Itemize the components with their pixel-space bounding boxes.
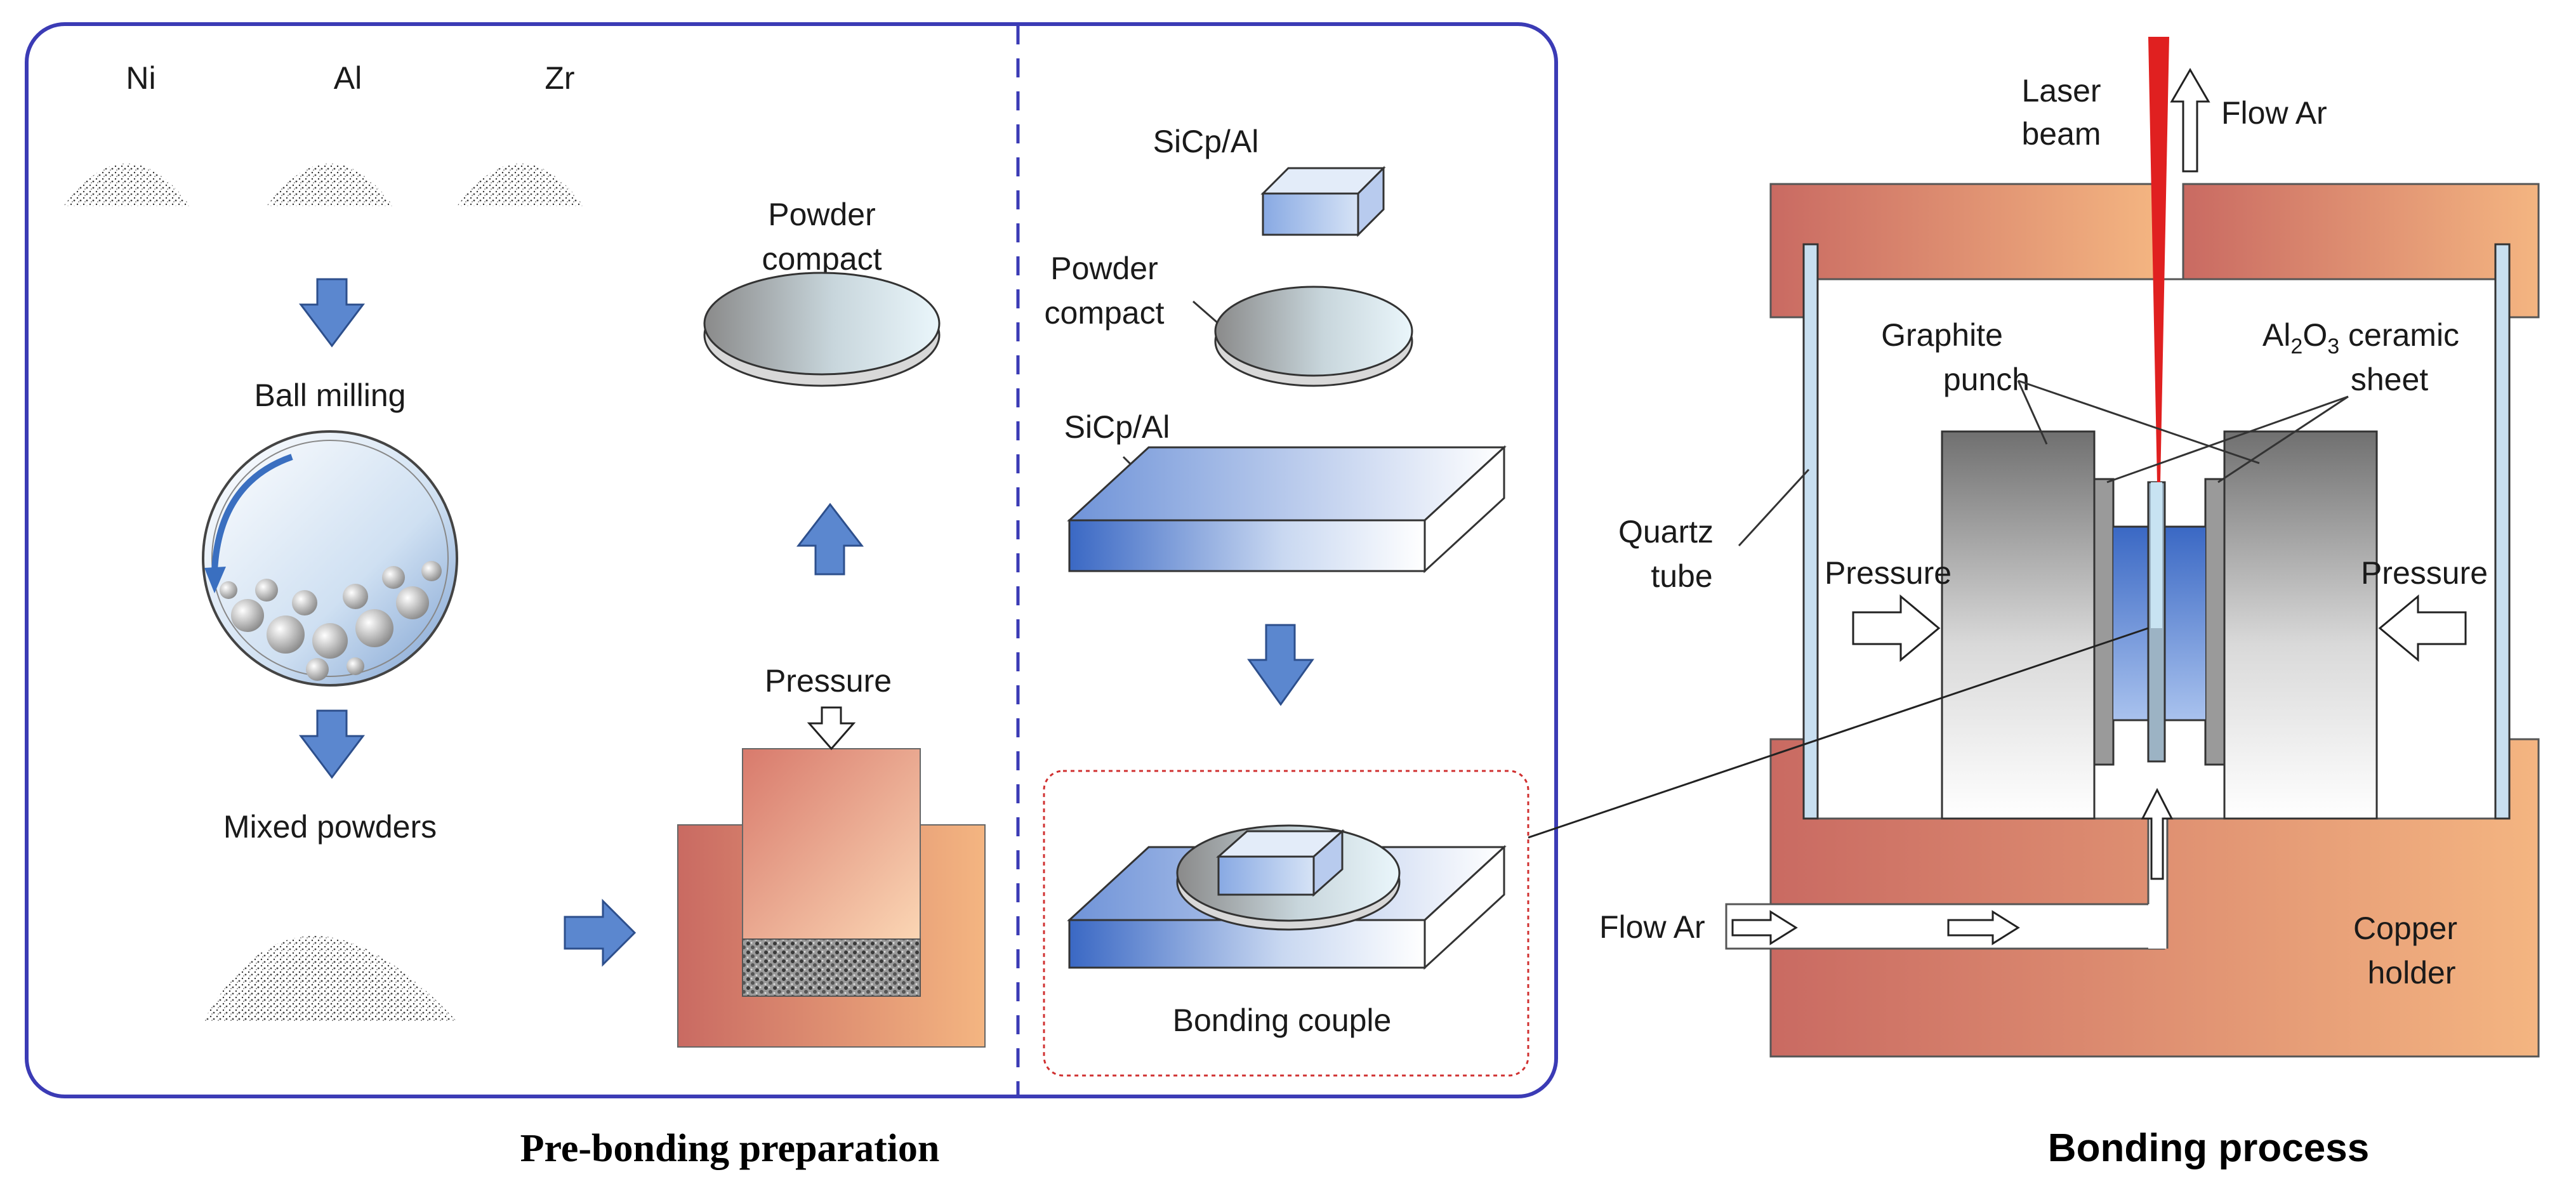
sicp-al-top-label: SiCp/Al <box>1153 124 1259 159</box>
copper-holder-label-2: holder <box>2368 955 2456 990</box>
quartz-tube-label: Quartz <box>1618 514 1714 549</box>
ni-label: Ni <box>126 60 155 96</box>
flow-ar-left-label: Flow Ar <box>1599 909 1705 945</box>
pressure-label: Pressure <box>765 663 892 699</box>
powder-compact-mid-label: Powder <box>1050 251 1158 286</box>
quartz-tube-left <box>1802 243 1819 820</box>
flow-ar-top-label: Flow Ar <box>2221 95 2327 131</box>
powder-compact-label-2: compact <box>762 241 882 277</box>
laser-beam <box>2148 37 2169 482</box>
graphite-punch-label-2: punch <box>1943 362 2030 397</box>
down-arrow-icon <box>1247 624 1314 706</box>
al-label: Al <box>334 60 362 96</box>
mixed-powder-heap <box>203 936 457 1022</box>
graphite-punch-label: Graphite <box>1881 317 2003 353</box>
al2o3-ceramic-label: Al2O3 ceramic <box>2262 317 2459 359</box>
pressure-right-arrow-icon <box>2378 594 2467 662</box>
sheet-label: sheet <box>2351 362 2428 397</box>
sicp-al-plate <box>1067 445 1507 574</box>
sheet-leader-right <box>2217 395 2349 484</box>
powder-compact-disc <box>703 272 941 387</box>
ceramic-sheet-right <box>2204 478 2226 766</box>
al-powder-heap <box>267 163 393 206</box>
graphite-punch-leader-2 <box>2018 379 2260 464</box>
ni-powder-heap <box>63 163 190 206</box>
bonding-process-caption: Bonding process <box>2048 1126 2369 1170</box>
sicp-al-plate-label: SiCp/Al <box>1064 409 1170 445</box>
pressure-left-arrow-icon <box>1852 594 1941 662</box>
powder-compact-mid-label-2: compact <box>1045 295 1165 331</box>
right-arrow-icon <box>564 898 637 967</box>
bonding-couple-label: Bonding couple <box>1173 1003 1392 1038</box>
flow-ar-inlet-arrow-icon <box>1731 910 1798 945</box>
pre-bonding-panel <box>25 22 1558 1098</box>
quartz-tube-leader <box>1738 468 1810 547</box>
detail-connector <box>1528 627 2149 839</box>
ball-mill-jar <box>202 430 458 687</box>
pre-bonding-caption: Pre-bonding preparation <box>520 1127 940 1170</box>
down-arrow-icon <box>298 278 366 348</box>
flow-ar-up-arrow-icon <box>2170 68 2210 173</box>
press-die <box>677 748 986 1048</box>
down-arrow-icon <box>298 709 366 779</box>
quartz-tube-right <box>2494 243 2511 820</box>
bonding-couple-box <box>1043 770 1529 1077</box>
powder-compact-label: Powder <box>768 197 876 232</box>
laser-beam-label: Laser <box>2021 73 2101 109</box>
flow-ar-channel-arrow-icon <box>1947 910 2020 945</box>
graphite-punch-leader <box>2017 380 2048 445</box>
mixed-powders-label: Mixed powders <box>223 809 437 845</box>
ball-milling-label: Ball milling <box>254 378 406 413</box>
sicp-al-cube <box>1260 166 1386 237</box>
graphite-punch-right <box>2223 430 2378 820</box>
pressure-left-label: Pressure <box>1825 555 1952 591</box>
ceramic-sheet-left <box>2093 478 2115 766</box>
sheet-leader-left <box>2106 395 2349 484</box>
up-arrow-icon <box>796 503 864 576</box>
zr-label: Zr <box>545 60 574 96</box>
pressure-arrow-icon <box>807 706 856 751</box>
graphite-punch-left <box>1941 430 2096 820</box>
laser-beam-label-2: beam <box>2021 116 2101 152</box>
bonding-couple-assembly <box>1067 824 1507 970</box>
flow-ar-inner-arrow-icon <box>2141 787 2174 880</box>
copper-holder-label: Copper <box>2353 911 2457 946</box>
zr-powder-heap <box>457 163 584 206</box>
quartz-tube-label-2: tube <box>1651 558 1712 594</box>
powder-compact-disc-mid <box>1214 286 1413 387</box>
pressure-right-label: Pressure <box>2361 555 2488 591</box>
